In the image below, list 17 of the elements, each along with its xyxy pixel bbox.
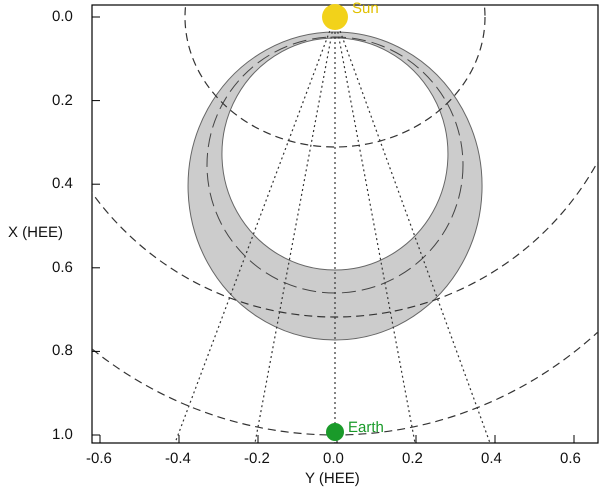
tick-label: 0.2: [52, 92, 73, 109]
tick-label: 0.2: [402, 450, 423, 467]
tick-label: 0.8: [52, 342, 73, 360]
tick-label: 1.0: [52, 426, 73, 443]
axis-title: X (HEE): [8, 224, 64, 241]
tick-label: 0.0: [52, 8, 73, 25]
tick-label: 0.4: [481, 450, 502, 467]
tick-label: 0.4: [52, 175, 73, 192]
tick-label: -0.6: [86, 450, 112, 467]
tick-label: -0.4: [165, 450, 191, 467]
body-label: Sun: [352, 0, 379, 17]
axis-title: Y (HEE): [305, 470, 360, 487]
tick-label: 0.6: [52, 258, 73, 276]
tick-label: -0.2: [244, 450, 270, 467]
tick-label: 0.0: [323, 450, 344, 467]
body-label: Earth: [348, 419, 384, 436]
tick-label: 0.6: [560, 450, 581, 467]
